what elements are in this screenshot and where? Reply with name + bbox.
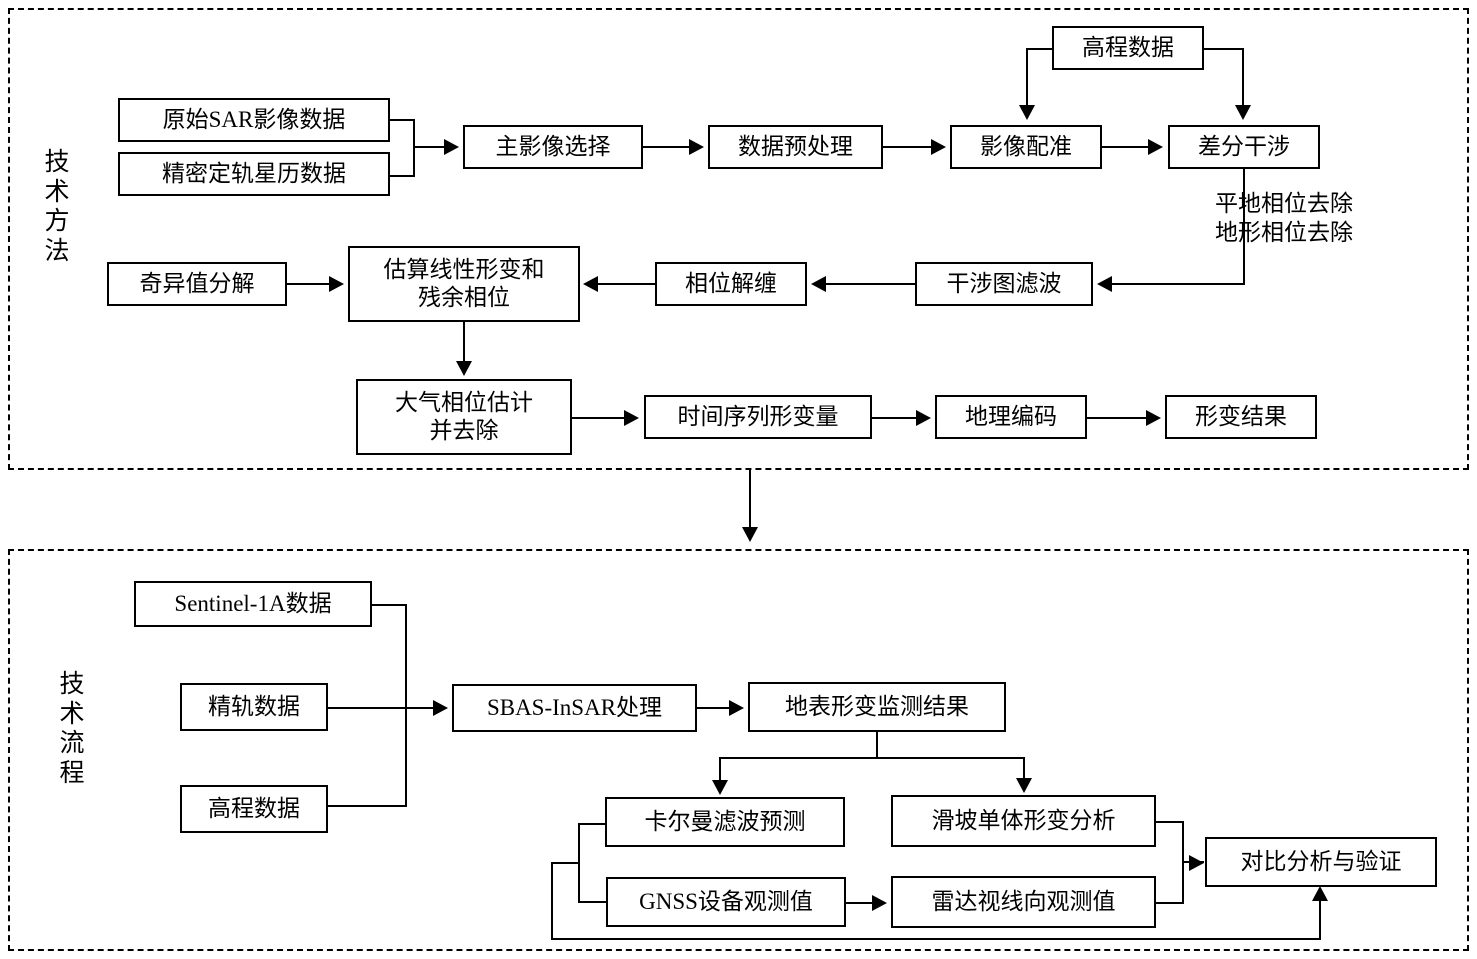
arrowhead-into-los: [872, 895, 887, 911]
arrowhead-into-workflow-section: [742, 527, 758, 542]
connector-landslide-right-out: [1156, 821, 1184, 823]
node-sbas[interactable]: SBAS-InSAR处理: [452, 684, 697, 732]
arrowhead-into-sbas: [433, 700, 448, 716]
node-sentinel[interactable]: Sentinel-1A数据: [134, 581, 372, 627]
arrowhead-into-estimate-left: [329, 276, 344, 292]
arrowhead-into-kalman: [712, 780, 728, 795]
arrowhead-into-result: [1146, 410, 1161, 426]
connector-dem-left-out: [1026, 48, 1054, 50]
node-dinsar[interactable]: 差分干涉: [1168, 125, 1320, 169]
node-monitor[interactable]: 地表形变监测结果: [748, 682, 1006, 732]
connector-inputs-bracket: [413, 119, 415, 177]
connector-outer-loop-right-up: [1319, 899, 1321, 940]
arrowhead-into-compare-bottom: [1312, 886, 1328, 901]
node-result[interactable]: 形变结果: [1165, 395, 1317, 439]
connector-dem-left-down: [1026, 48, 1028, 105]
arrowhead-into-geocode: [916, 410, 931, 426]
connector-unwrap-to-estimate: [598, 283, 656, 285]
arrowhead-into-landslide: [1016, 778, 1032, 793]
node-master-select[interactable]: 主影像选择: [463, 125, 643, 169]
connector-outer-loop-top: [551, 862, 579, 864]
connector-sbas-to-monitor: [697, 707, 729, 709]
node-compare[interactable]: 对比分析与验证: [1205, 837, 1437, 887]
arrowhead-into-estimate-right: [583, 276, 598, 292]
connector-gnss-left-in: [578, 901, 607, 903]
connector-kalman-gnss-bracket: [578, 823, 580, 902]
node-unwrap[interactable]: 相位解缠: [655, 262, 807, 306]
connector-geocode-to-result: [1087, 417, 1146, 419]
connector-inputs-to-master: [413, 146, 446, 148]
arrowhead-into-coregister-top: [1019, 105, 1035, 120]
node-dem-bottom[interactable]: 高程数据: [180, 785, 328, 833]
node-orbit[interactable]: 精轨数据: [180, 683, 328, 731]
connector-merge-bus: [405, 604, 407, 806]
connector-orbit-out: [390, 175, 415, 177]
section-label-methods: 技 术 方 法: [44, 149, 70, 265]
connector-los-right-out: [1156, 902, 1184, 904]
arrowhead-into-coregister: [931, 139, 946, 155]
node-precise-orbit[interactable]: 精密定轨星历数据: [118, 152, 390, 196]
node-landslide[interactable]: 滑坡单体形变分析: [891, 795, 1156, 847]
connector-orbit-to-sbas: [328, 707, 435, 709]
arrowhead-into-unwrap: [811, 276, 826, 292]
connector-sentinel-out: [372, 604, 407, 606]
connector-dem-right-down: [1242, 48, 1244, 105]
connector-rawsar-out: [390, 119, 415, 121]
connector-methods-to-workflow: [749, 470, 751, 530]
node-gnss[interactable]: GNSS设备观测值: [606, 877, 846, 927]
arrowhead-into-dinsar: [1148, 139, 1163, 155]
node-los[interactable]: 雷达视线向观测值: [891, 876, 1156, 928]
connector-svd-to-estimate: [287, 283, 331, 285]
arrowhead-into-compare: [1189, 855, 1204, 871]
section-label-workflow: 技 术 流 程: [59, 671, 85, 787]
connector-estimate-to-atmos: [463, 322, 465, 362]
arrowhead-into-monitor: [729, 700, 744, 716]
connector-preprocess-to-coregister: [883, 146, 931, 148]
connector-outer-loop-bottom: [551, 938, 1321, 940]
node-timeseries[interactable]: 时间序列形变量: [644, 395, 872, 439]
connector-monitor-split: [719, 757, 1025, 759]
annotation-phase-removal: 平地相位去除 地形相位去除: [1215, 191, 1353, 245]
arrowhead-into-filtering: [1097, 276, 1112, 292]
section-frame-methods: [8, 8, 1469, 470]
arrowhead-into-master-select: [444, 139, 459, 155]
connector-filtering-to-unwrap: [826, 283, 916, 285]
section-frame-workflow: [8, 549, 1469, 951]
node-svd[interactable]: 奇异值分解: [107, 262, 287, 306]
connector-dinsar-to-filtering: [1112, 283, 1245, 285]
arrowhead-into-preprocess: [689, 139, 704, 155]
node-filtering[interactable]: 干涉图滤波: [915, 262, 1093, 306]
connector-split-left-down: [719, 757, 721, 782]
connector-split-right-down: [1023, 757, 1025, 780]
connector-dem-bottom-out: [328, 805, 407, 807]
connector-atmos-to-timeseries: [572, 417, 624, 419]
node-preprocess[interactable]: 数据预处理: [708, 125, 883, 169]
connector-coregister-to-dinsar: [1102, 146, 1148, 148]
connector-kalman-left-out: [578, 823, 606, 825]
node-estimate[interactable]: 估算线性形变和 残余相位: [348, 246, 580, 322]
connector-master-to-preprocess: [643, 146, 689, 148]
connector-monitor-down: [876, 732, 878, 759]
node-dem-top[interactable]: 高程数据: [1052, 26, 1204, 70]
node-coregister[interactable]: 影像配准: [950, 125, 1102, 169]
connector-outer-loop-left: [551, 862, 553, 940]
node-geocode[interactable]: 地理编码: [935, 395, 1087, 439]
arrowhead-into-timeseries: [624, 410, 639, 426]
connector-dinsar-down: [1243, 169, 1245, 284]
connector-dem-right-out: [1204, 48, 1244, 50]
arrowhead-into-atmos: [456, 361, 472, 376]
connector-gnss-to-los: [846, 902, 872, 904]
node-raw-sar[interactable]: 原始SAR影像数据: [118, 98, 390, 142]
connector-timeseries-to-geocode: [872, 417, 916, 419]
node-atmos[interactable]: 大气相位估计 并去除: [356, 379, 572, 455]
node-kalman[interactable]: 卡尔曼滤波预测: [605, 797, 845, 847]
arrowhead-into-dinsar-top: [1235, 105, 1251, 120]
